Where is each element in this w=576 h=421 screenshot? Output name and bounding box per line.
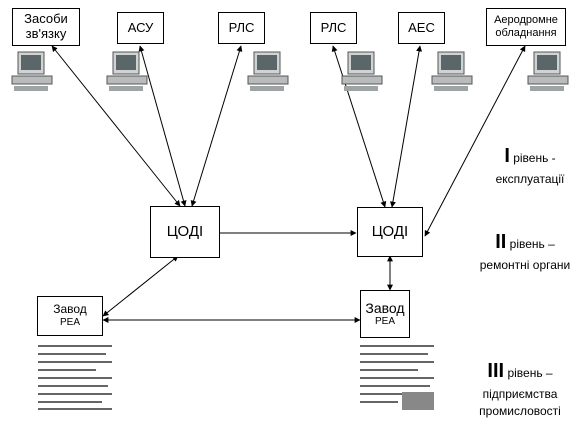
link-asu-codi1 (138, 45, 187, 207)
node-codi-2: ЦОДІ (357, 207, 423, 257)
level-numeral: II (495, 231, 507, 253)
node-label: АСУ (127, 19, 154, 35)
node-rls-1: РЛС (218, 12, 265, 44)
computer-icon (431, 51, 473, 91)
link-rls1-codi1 (190, 45, 243, 207)
node-label: ЦОДІ (166, 223, 204, 241)
node-label: АЕС (408, 19, 435, 35)
node-label-line1: Завод (365, 300, 405, 317)
link-rls2-codi2 (331, 45, 387, 208)
computer-icon (527, 51, 569, 91)
link-plant1-codi1 (102, 255, 179, 317)
node-label: РЛС (228, 19, 255, 35)
link-aerodrome-codi2 (424, 45, 526, 237)
computer-icon (11, 51, 53, 91)
level-line1: рівень - (513, 151, 556, 165)
level-3-label: III рівень – підприємства промисловості (470, 357, 570, 421)
computer-icon (341, 51, 383, 91)
node-plant-1: Завод РЕА (37, 296, 103, 336)
computer-icon (247, 51, 289, 91)
node-aes: АЕС (398, 12, 445, 44)
node-aerodrome-equipment: Аеродромне обладнання (486, 8, 566, 46)
factory-icon (360, 345, 434, 410)
node-label: РЛС (320, 19, 347, 35)
node-codi-1: ЦОДІ (150, 206, 220, 258)
node-plant-2: Завод РЕА (360, 290, 410, 338)
level-numeral: III (487, 360, 505, 382)
node-label-line1: Завод (53, 302, 87, 317)
node-rls-2: РЛС (310, 12, 357, 44)
level-line2: експлуатації (495, 172, 565, 186)
level-line2: підприємства промисловості (479, 387, 561, 419)
node-label-line2: РЕА (59, 317, 80, 329)
node-zasoby-zviazku: Засоби зв'язку (12, 8, 80, 46)
node-asu: АСУ (117, 12, 164, 44)
factory-icon (38, 345, 112, 410)
node-label: Засоби зв'язку (24, 11, 68, 41)
level-2-label: II рівень – ремонтні органи (470, 228, 576, 274)
level-line1: рівень – (509, 237, 555, 251)
node-label: ЦОДІ (371, 223, 409, 241)
link-aes-codi2 (389, 45, 423, 208)
computer-icon (106, 51, 148, 91)
level-line2: ремонтні органи (479, 258, 571, 272)
level-numeral: I (504, 145, 510, 167)
node-label: Аеродромне обладнання (494, 14, 558, 39)
level-1-label: I рівень - експлуатації (480, 142, 576, 188)
level-line1: рівень – (507, 366, 553, 380)
node-label-line2: РЕА (374, 316, 395, 328)
